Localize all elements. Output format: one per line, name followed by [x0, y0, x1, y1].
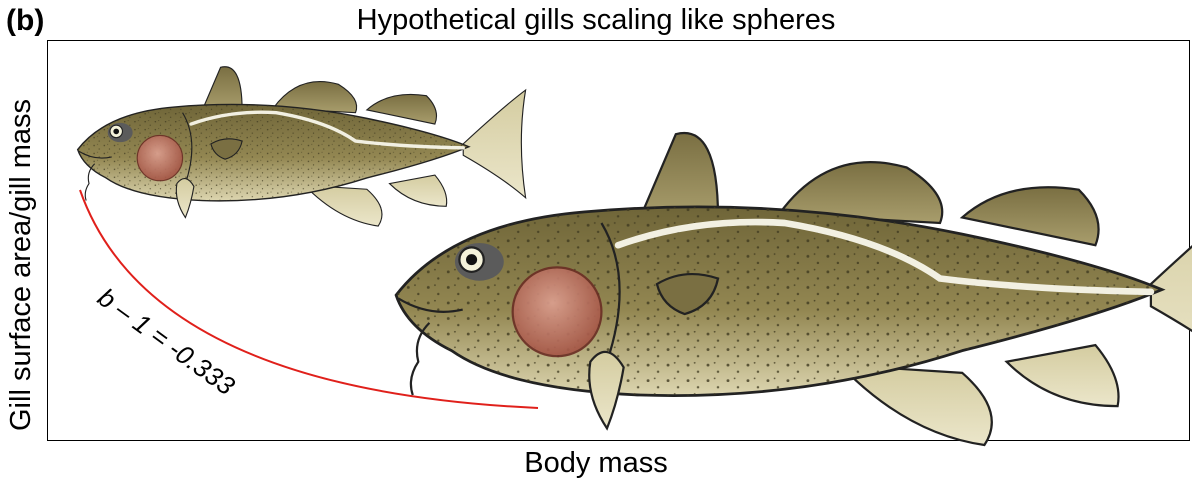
small-fish — [78, 67, 526, 226]
